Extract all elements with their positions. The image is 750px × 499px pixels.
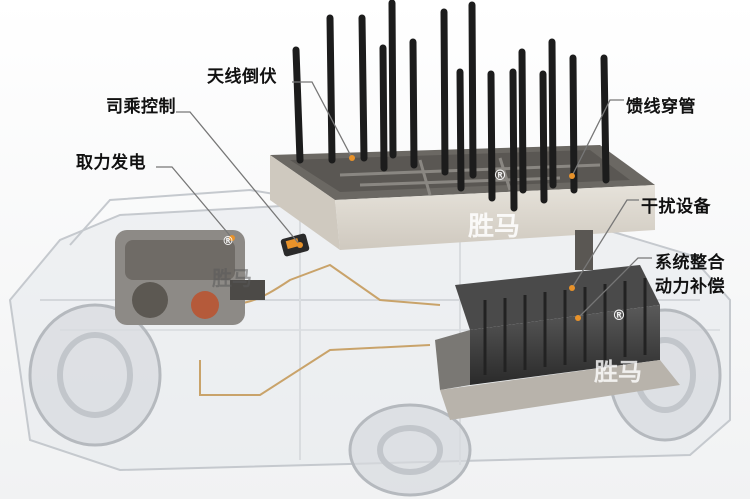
label-pto-power: 取力发电 [76, 153, 146, 173]
label-jammer-equipment: 干扰设备 [641, 197, 711, 217]
leader-lines [156, 81, 652, 319]
watermark-brand-engine: 胜马 [212, 266, 252, 290]
watermark-registered-engine: ® [222, 234, 234, 248]
watermark-brand-equipment: 胜马 [594, 358, 642, 386]
label-antenna-fold: 天线倒伏 [207, 67, 277, 87]
antenna-array [292, 0, 610, 212]
leader-dots [229, 155, 581, 321]
label-driver-control: 司乘控制 [106, 97, 176, 117]
label-system-integration: 系统整合 [655, 253, 725, 273]
label-feeder-conduit: 馈线穿管 [626, 97, 696, 117]
watermark-registered-roof: ® [493, 168, 507, 184]
jammer-equipment-block [435, 265, 680, 420]
watermark-brand-roof: 胜马 [468, 212, 521, 242]
watermark-registered-equipment: ® [612, 308, 626, 324]
label-power-compensation: 动力补偿 [655, 277, 725, 297]
wheels [28, 303, 722, 497]
pto-generator-unit [115, 230, 265, 325]
